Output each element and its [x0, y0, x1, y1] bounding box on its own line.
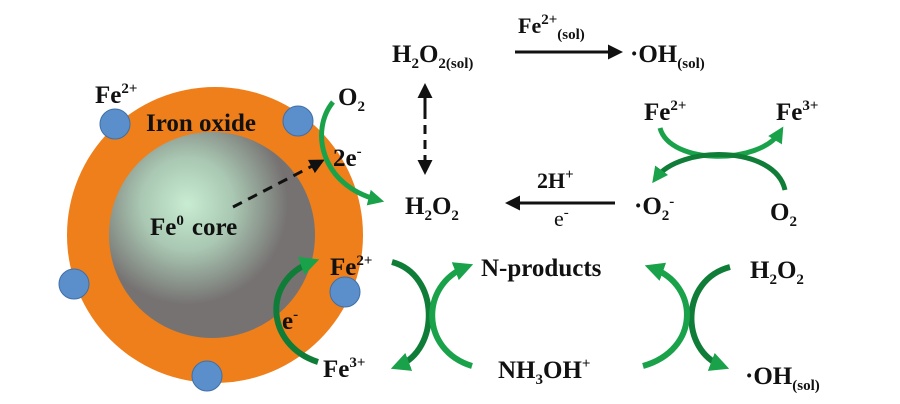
oh-sol-bottom-label: ·OH(sol): [745, 363, 820, 394]
fe3-to-fe2-green-arrow: [273, 256, 320, 365]
fe2-surface-dot: [99, 108, 131, 140]
h2o2-bottom-label: H2O2: [750, 257, 804, 288]
fe2-bottom-label: Fe2+: [330, 253, 372, 281]
fe2-to-fe3-cross-arrow: [390, 259, 432, 371]
fe2-surface-dot: [329, 276, 361, 308]
fe0-core: [109, 132, 315, 338]
o2-label: O2: [338, 84, 365, 115]
oh-sol-label: ·OH(sol): [630, 41, 705, 72]
2h-plus-label: 2H+: [537, 167, 574, 193]
fe2-to-fe3-green-arrow: [657, 126, 784, 159]
o2-label: O2: [770, 199, 797, 230]
o2-reduction-green-arrow: [319, 100, 385, 206]
nh3oh-to-nproducts-cross-arrow: [429, 262, 474, 369]
electron-bottom-label: e-: [282, 307, 298, 335]
nh3oh-to-nproducts-right-arrow: [642, 262, 690, 369]
fe2-surface-dot: [282, 105, 314, 137]
h2o2-to-oh-cross-arrow: [688, 264, 731, 371]
surface-fe2-label: Fe2+: [95, 81, 137, 109]
fe2-surface-dot: [58, 268, 90, 300]
fe3-label: Fe3+: [776, 98, 818, 126]
fe2-surface-dot: [191, 360, 223, 392]
fe2-label: Fe2+: [644, 98, 686, 126]
h2o2-label: H2O2: [405, 193, 459, 224]
fe3-bottom-label: Fe3+: [323, 355, 365, 383]
electron-label: e-: [554, 205, 569, 231]
superoxide-label: ·O2-: [634, 193, 674, 224]
nh3oh-label: NH3OH+: [498, 356, 590, 388]
h2o2-sol-label: H2O2(sol): [392, 41, 473, 72]
iron-oxide-label: Iron oxide: [146, 110, 256, 137]
o2-to-superoxide-green-arrow: [652, 152, 788, 191]
fe2-sol-catalyst-label: Fe2+(sol): [518, 12, 585, 43]
two-electrons-label: 2e-: [333, 144, 362, 172]
n-products-label: N-products: [481, 255, 602, 282]
